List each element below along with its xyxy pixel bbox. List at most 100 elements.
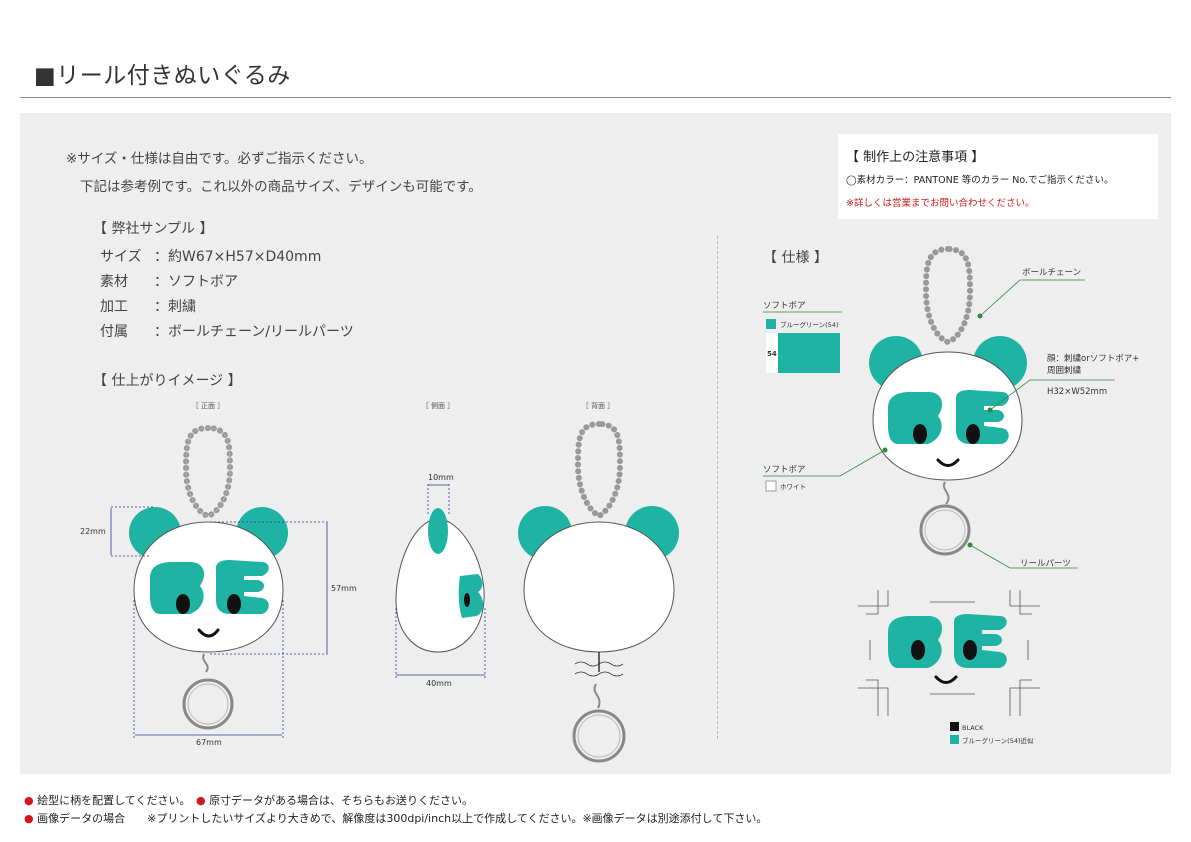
legend-green-chip [950,735,959,744]
mouth [197,628,220,638]
note-line-1: ※サイズ・仕様は自由です。必ずご指示ください。 [66,151,373,167]
art-mouth [934,675,958,684]
swatch-white-label: ホワイト [780,483,806,491]
spec-row-process: 加工 ：刺繍 [100,296,196,316]
footer-text-1b: 原寸データがある場合は、そちらもお送りください。 [209,794,474,807]
spec-value: ：ボールチェーン/リールパーツ [154,324,354,340]
face-artwork [858,590,1040,716]
spec-right-eye [966,424,980,444]
break-line-1 [574,661,624,667]
left-eye [176,594,190,614]
spec-drawing [869,245,1027,556]
bullet-icon: ● [195,794,206,807]
footer-text-2a: 画像データの場合 [37,812,126,825]
side-eye [464,593,470,607]
spec-value: ：約W67×H57×D40mm [154,249,322,265]
spec-reel-hook [942,481,950,505]
footer-text-2b: ※プリントしたいサイズより大きめで、解像度は300dpi/inch以上で作成して… [147,812,768,825]
spec-row-accessory: 付属 ：ボールチェーン/リールパーツ [100,321,354,341]
footer-line-1: ● 絵型に柄を配置してください。 ● 原寸データがある場合は、そちらもお送りくだ… [24,792,473,808]
back-key-ring [572,709,626,763]
key-ring-inner [187,683,229,725]
label-face-note-2: 周囲刺繍 [1047,365,1082,376]
swatch-white-chip [765,480,777,492]
label-softboa-bottom: ソフトボア [763,465,806,475]
swatch-sample [778,333,840,373]
right-eye-patch [216,560,269,614]
crop-marks [858,590,1040,716]
spec-value: ：刺繍 [154,299,196,315]
bullet-icon: ● [24,794,34,807]
art-left-eye [911,640,925,660]
spec-key: サイズ [100,249,142,265]
back-head [523,521,675,653]
back-key-ring-inner [577,714,621,758]
finish-heading: 【 仕上がりイメージ 】 [93,373,242,389]
caution-heading: 【 制作上の注意事項 】 [846,150,985,165]
view-label-back: ［ 背面 ］ [582,401,614,410]
back-view [518,420,679,763]
spec-heading: 【 仕様 】 [763,250,828,266]
back-ball-chain [574,420,624,520]
note-line-2: 下記は参考例です。これ以外の商品サイズ、デザインも可能です。 [80,179,482,195]
footer-line-2: ● 画像データの場合 ※プリントしたいサイズより大きめで、解像度は300dpi/… [24,810,767,826]
swatch-bluegreen-chip [766,319,776,329]
dim-ear: 22mm [80,527,106,536]
label-softboa-top: ソフトボア [763,301,806,311]
dim-height: 57mm [331,584,357,593]
spec-left-eye [913,424,927,444]
reel-hook [202,653,209,673]
spec-key: 加工 [100,299,128,315]
dim-depth: 40mm [426,679,452,688]
side-view: 10mm 40mm [395,473,486,688]
view-label-side: ［ 側面 ］ [422,401,454,410]
back-reel-hook [593,683,601,709]
label-face-note: 顔：刺繍orソフトボア+ [1047,353,1139,364]
side-eye-patch [458,574,484,618]
legend-black-label: BLACK [962,724,984,732]
spec-left-eye-patch [888,392,943,444]
side-head [395,518,485,653]
section-divider [717,236,718,739]
spec-key-ring [919,504,971,556]
label-face-size: H32×W52mm [1047,387,1107,397]
legend-green-label: ブルーグリーン(54)近似 [962,736,1034,745]
left-eye-patch [150,562,205,614]
spec-key: 素材 [100,274,128,290]
art-right-eye [963,640,977,660]
spec-head [872,351,1023,481]
legend-black-chip [950,722,959,731]
spec-ball-chain [922,245,974,346]
caution-line-2: ※詳しくは営業までお問い合わせください。 [846,198,1035,209]
panda-head [133,521,284,653]
page-title: ■リール付きぬいぐるみ [34,63,291,89]
sample-heading: 【 弊社サンプル 】 [93,221,214,237]
spec-row-material: 素材 ：ソフトボア [100,271,238,291]
title-divider [20,97,1171,98]
spec-key-ring-inner [924,509,966,551]
front-view: 22mm 57mm 67mm [80,424,357,747]
key-ring [182,678,234,730]
caution-line-1: ◯素材カラー：PANTONE 等のカラー No.でご指示ください。 [846,175,1114,186]
caution-box: 【 制作上の注意事項 】 ◯素材カラー：PANTONE 等のカラー No.でご指… [838,134,1158,219]
view-label-front: ［ 正面 ］ [192,402,224,410]
side-ear [428,508,448,554]
label-ball-chain: ボールチェーン [1022,268,1081,278]
spec-value: ：ソフトボア [154,274,238,290]
ball-chain [182,424,234,520]
label-reel: リールパーツ [1020,559,1071,569]
swatch-bluegreen-label: ブルーグリーン(54) [780,320,839,329]
spec-right-eye-patch [956,390,1009,444]
ball-chain-outline [185,427,231,517]
spec-key: 付属 [100,324,128,340]
bullet-icon: ● [24,812,34,825]
art-right-eye-patch [954,614,1007,668]
spec-mouth [936,458,960,467]
spec-row-size: サイズ ：約W67×H57×D40mm [100,246,321,266]
dim-width: 67mm [196,738,222,747]
footer-text-1a: 絵型に柄を配置してください。 [37,794,185,807]
break-line-2 [574,671,624,677]
dim-side-ear: 10mm [428,473,454,482]
right-eye [227,594,241,614]
